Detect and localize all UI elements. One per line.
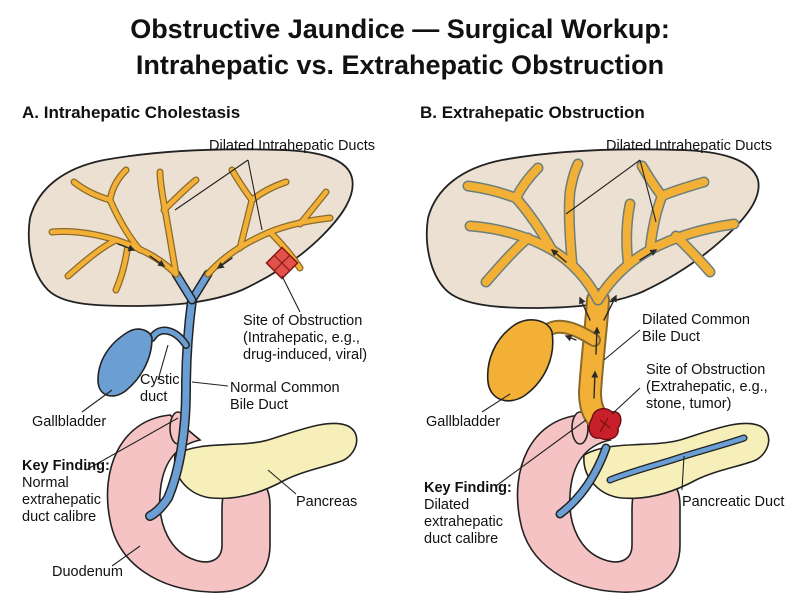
pancreas-a: [173, 422, 358, 500]
dilated-intrahepatic-ducts-a: [48, 166, 334, 294]
duodenum-opening-b: [571, 411, 589, 445]
obstruction-site-b-icon: [588, 407, 622, 441]
gallbladder-a: [97, 328, 153, 397]
duodenum-b: [516, 414, 681, 593]
label-dilated-intrahepatic-ducts-a: Dilated Intrahepatic Ducts: [209, 138, 376, 154]
panel-b-illustration: [425, 148, 770, 593]
duodenum-a: [106, 414, 271, 593]
label-gallbladder-b: Gallbladder: [426, 414, 501, 430]
label-gallbladder-a: Gallbladder: [32, 414, 107, 430]
pancreatic-duct-b: [607, 435, 747, 483]
panel-a-illustration: [27, 148, 358, 593]
label-cystic-duct-a: Cystic duct: [140, 372, 180, 405]
diagram-title-line-2: Intrahepatic vs. Extrahepatic Obstructio…: [135, 50, 665, 80]
label-pancreas-a: Pancreas: [296, 494, 358, 510]
key-finding-a: Key Finding: Normal extrahepatic duct ca…: [22, 458, 110, 525]
diagram-title-line-1: Obstructive Jaundice — Surgical Workup:: [130, 14, 670, 44]
label-normal-common-bile-duct-a: Normal Common Bile Duct: [230, 380, 340, 413]
panel-a-heading: A. Intrahepatic Cholestasis: [22, 103, 241, 122]
liver-a: [27, 148, 354, 307]
panel-b-heading: B. Extrahepatic Obstruction: [420, 103, 645, 122]
obstruction-site-a-icon: [265, 246, 299, 280]
label-site-of-obstruction-b: Site of Obstruction (Extrahepatic, e.g.,…: [646, 362, 768, 412]
leader-lines-b: [481, 159, 685, 491]
key-finding-b: Key Finding: Dilated extrahepatic duct c…: [424, 480, 512, 547]
label-site-of-obstruction-a: Site of Obstruction (Intrahepatic, e.g.,…: [243, 313, 368, 363]
dilated-intrahepatic-ducts-b: [462, 158, 740, 399]
leader-lines-a: [81, 159, 301, 567]
normal-duct-system-a: [145, 269, 213, 521]
label-duodenum-a: Duodenum: [52, 564, 123, 580]
gallbladder-b: [486, 319, 554, 402]
label-pancreatic-duct-b: Pancreatic Duct: [682, 494, 785, 510]
label-dilated-intrahepatic-ducts-b: Dilated Intrahepatic Ducts: [606, 138, 773, 154]
label-dilated-common-bile-duct-b: Dilated Common Bile Duct: [642, 312, 750, 345]
